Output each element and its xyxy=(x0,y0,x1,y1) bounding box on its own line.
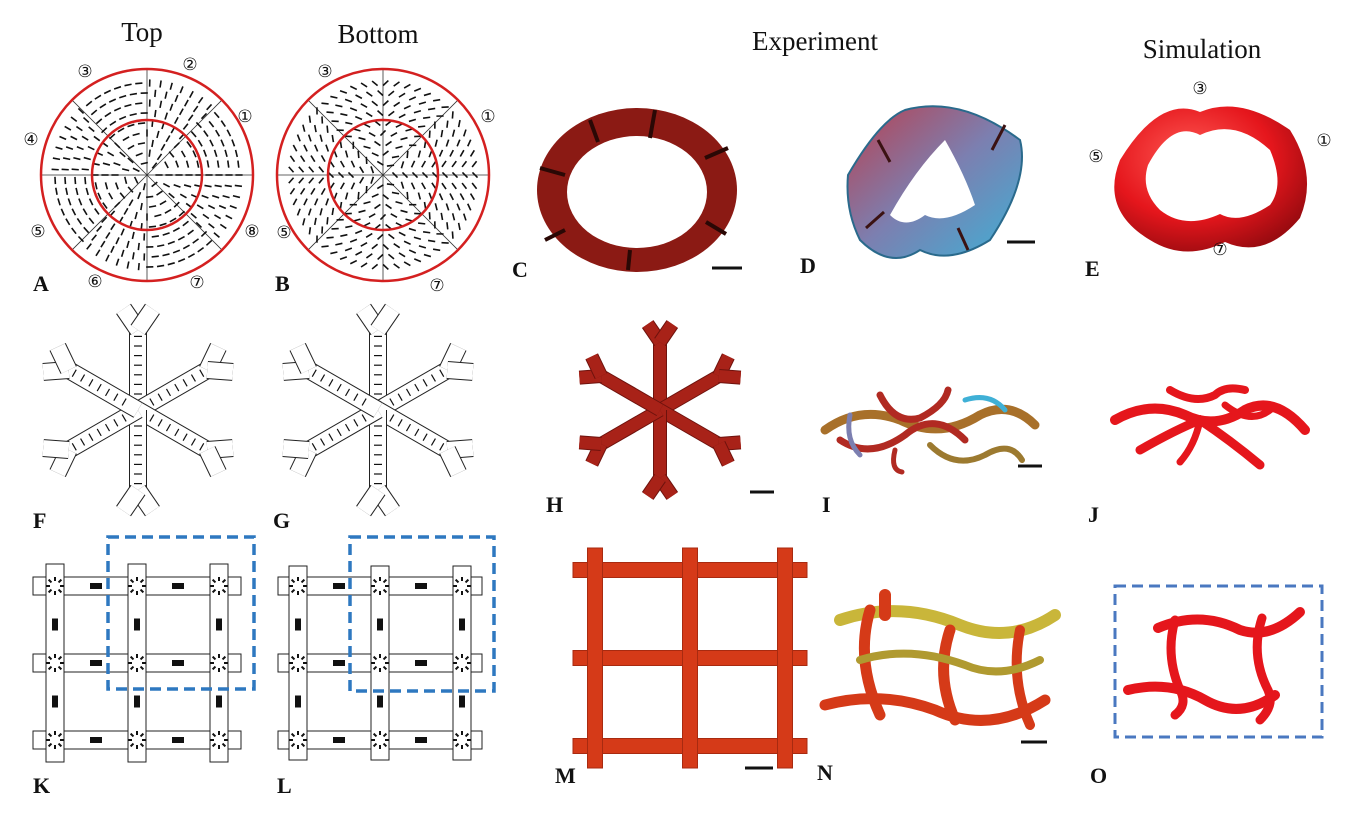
panel-label-m: M xyxy=(555,763,576,788)
marker-1: ① xyxy=(480,107,495,126)
panel-d-photo xyxy=(846,105,1035,259)
inner-ring xyxy=(90,118,204,232)
marker-8: ⑧ xyxy=(244,222,259,241)
panel-label-d: D xyxy=(800,253,816,278)
panel-label-g: G xyxy=(273,508,290,533)
panel-e-simulation xyxy=(1114,106,1308,252)
panel-label-j: J xyxy=(1088,502,1099,527)
panel-label-a: A xyxy=(33,271,49,296)
panel-k-lattice xyxy=(32,535,256,763)
panel-label-l: L xyxy=(277,773,292,798)
panel-label-b: B xyxy=(275,271,290,296)
marker-7: ⑦ xyxy=(189,273,204,292)
panel-g-snowflake xyxy=(282,303,474,517)
unit-cell-box xyxy=(1113,584,1324,739)
panel-j-simulation xyxy=(1110,384,1310,470)
panel-label-o: O xyxy=(1090,763,1107,788)
panel-b-disk xyxy=(275,67,491,283)
panel-h-photo xyxy=(578,320,774,500)
unit-cell-box xyxy=(106,535,256,691)
outer-ring xyxy=(39,67,255,283)
marker-4: ④ xyxy=(23,130,38,149)
marker-7: ⑦ xyxy=(1212,240,1227,259)
panel-label-c: C xyxy=(512,257,528,282)
marker-3: ③ xyxy=(317,62,332,81)
marker-7: ⑦ xyxy=(429,276,444,295)
panel-i-photo xyxy=(820,386,1042,475)
marker-5: ⑤ xyxy=(30,222,45,241)
header-experiment: Experiment xyxy=(752,26,878,56)
panel-label-n: N xyxy=(817,760,833,785)
marker-1: ① xyxy=(237,107,252,126)
marker-5: ⑤ xyxy=(1088,147,1103,166)
panel-m-photo xyxy=(572,547,808,770)
panel-label-i: I xyxy=(822,492,831,517)
panel-o-simulation xyxy=(1113,584,1324,739)
header-simulation: Simulation xyxy=(1143,34,1262,64)
panel-label-k: K xyxy=(33,773,50,798)
panel-label-e: E xyxy=(1085,256,1100,281)
panel-l-lattice xyxy=(277,535,496,761)
panel-a-disk xyxy=(39,67,255,283)
inner-ring xyxy=(326,118,440,232)
panel-label-f: F xyxy=(33,508,46,533)
marker-3: ③ xyxy=(77,62,92,81)
marker-3: ③ xyxy=(1192,79,1207,98)
header-top: Top xyxy=(121,17,163,47)
unit-cell-box xyxy=(348,535,496,693)
panel-f-snowflake xyxy=(42,303,234,517)
marker-6: ⑥ xyxy=(87,272,102,291)
outer-ring xyxy=(275,67,491,283)
panel-c-photo xyxy=(537,108,742,272)
panel-label-h: H xyxy=(546,492,563,517)
panel-n-photo xyxy=(819,589,1061,744)
marker-2: ② xyxy=(182,55,197,74)
marker-1: ① xyxy=(1316,131,1331,150)
header-bottom: Bottom xyxy=(337,19,418,49)
marker-5: ⑤ xyxy=(276,223,291,242)
